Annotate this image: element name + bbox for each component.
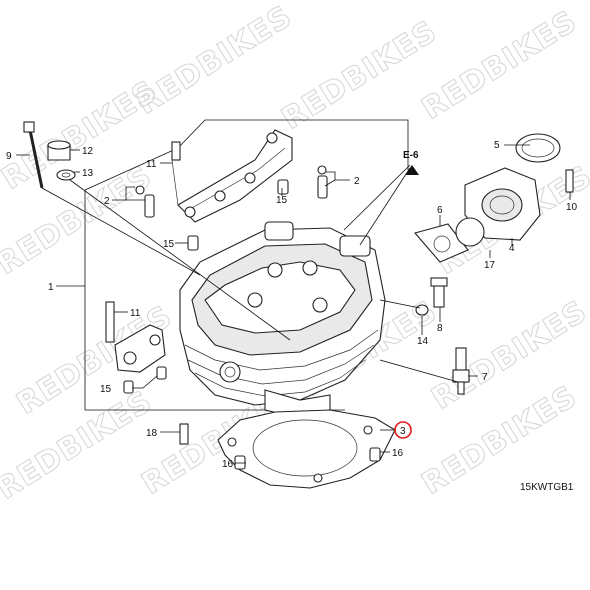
callout-labels: 1 2 2 3 4 5 6 7 8 9 10 11 11 12 13 14 15… [6, 140, 578, 470]
callout-10: 10 [566, 202, 578, 213]
callout-1: 1 [48, 282, 54, 293]
watermark-text: REDBIKES [276, 14, 444, 137]
callout-11-top: 11 [146, 159, 157, 170]
cylinder-head-gasket [217, 409, 396, 489]
assembly-outline [84, 190, 345, 411]
dowel-pin [277, 179, 289, 195]
sealing-washer [415, 304, 429, 316]
callout-17: 17 [484, 260, 496, 271]
washer [61, 172, 71, 178]
callout-5: 5 [494, 140, 500, 151]
valve-seal-right [317, 165, 328, 199]
valve-seal-left [135, 185, 155, 218]
reference-label: E-6 [403, 150, 419, 161]
stud-bolt [23, 121, 44, 189]
cylinder-head [179, 221, 386, 419]
reference-arrow [405, 165, 419, 175]
callout-14: 14 [417, 336, 429, 347]
washer [56, 169, 76, 181]
stud-short [179, 423, 189, 445]
callout-15-lower: 15 [100, 384, 112, 395]
dowel-pin [234, 455, 246, 470]
callout-13: 13 [82, 168, 94, 179]
callout-9: 9 [6, 151, 12, 162]
dowel-pin [187, 235, 199, 251]
watermark-text: REDBIKES [131, 0, 299, 122]
highlight-circle [394, 421, 412, 439]
cap-nut [47, 140, 71, 161]
callout-2-left: 2 [104, 196, 110, 207]
leader-lines [16, 144, 571, 464]
o-ring [455, 217, 485, 247]
callout-18: 18 [146, 428, 158, 439]
callout-3: 3 [400, 426, 406, 437]
dowel-pin [369, 447, 381, 462]
callout-16-left: 16 [222, 459, 234, 470]
callout-6: 6 [437, 205, 443, 216]
temperature-sensor [430, 277, 448, 308]
callout-4: 4 [509, 243, 515, 254]
callout-2-right: 2 [354, 176, 360, 187]
assembly-outline [84, 147, 179, 191]
callout-15-top: 15 [163, 239, 175, 250]
callout-12: 12 [82, 146, 94, 157]
insulator-bolt [565, 169, 574, 193]
camshaft-holder-lower [105, 301, 167, 394]
assembly-outline [177, 119, 409, 170]
insulator-gasket [414, 223, 469, 263]
callout-8: 8 [437, 323, 443, 334]
callout-11-lower: 11 [130, 308, 141, 319]
callout-16-right: 16 [392, 448, 404, 459]
callout-15-mid: 15 [276, 195, 288, 206]
diagram-code: 15KWTGB1 [520, 482, 574, 493]
insulator-band [515, 133, 561, 163]
camshaft-holder-upper [171, 129, 293, 223]
watermark-text: REDBIKES [416, 4, 584, 127]
callout-7: 7 [482, 372, 488, 383]
